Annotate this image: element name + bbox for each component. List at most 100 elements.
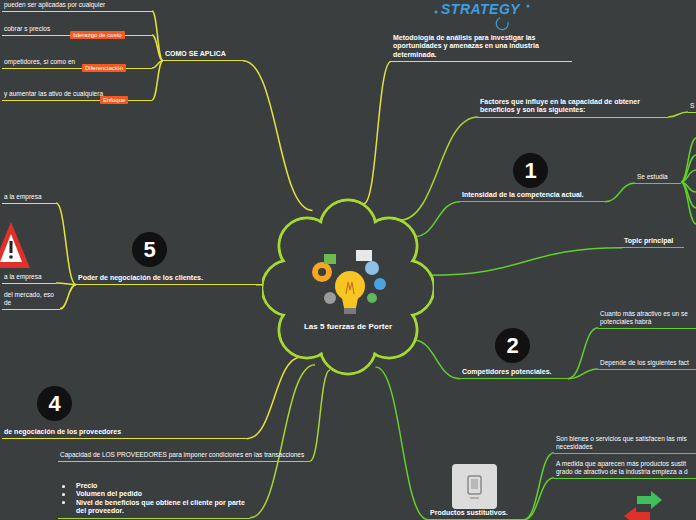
branch-line (568, 328, 598, 379)
topic-branch: a la empresa (2, 272, 56, 284)
strategy-tag: Enfoque (100, 96, 128, 104)
bullet-dot (62, 485, 65, 488)
branch-text: S (690, 102, 694, 110)
topic-branch: Depende de los siguientes fact (598, 358, 696, 370)
branch-text: A medida que aparecen más productos sust… (556, 460, 694, 476)
branch-text: Nivel de beneficios que obtiene el clien… (60, 499, 248, 516)
branch-line (399, 117, 478, 220)
branch-line (568, 369, 598, 379)
branch-text: Productos sustitutivos. (430, 509, 522, 517)
icon-caption-bar (470, 497, 479, 499)
topic-branch: Competidores potenciales. (460, 367, 568, 379)
branch-line (414, 202, 460, 237)
branch-line (60, 285, 76, 309)
arrow-left (624, 507, 650, 520)
strategy-tag: liderazgo de costo (70, 31, 125, 39)
branch-line (152, 61, 163, 100)
topic-branch: COMO SE APLICA (163, 49, 243, 61)
bullet-dot (62, 501, 65, 504)
topic-branch: Factores que influye en la capacidad de … (478, 97, 668, 118)
logo-text: STRATEGY (441, 1, 520, 17)
icon-part (335, 271, 365, 301)
branch-line (56, 203, 76, 285)
branch-stub (681, 170, 696, 182)
branch-text: Intensidad de la competencia actual. (462, 191, 603, 199)
topic-branch: Productos sustitutivos. (428, 508, 524, 520)
branch-text: pueden ser aplicadas por cualquier (4, 1, 150, 9)
topic-branch: A medida que aparecen más productos sust… (554, 459, 696, 479)
branch-text: Metodología de análisis para investigar … (393, 34, 570, 59)
topic-branch: S (688, 101, 696, 113)
central-topic: Las 5 fuerzas de Porter (262, 198, 434, 376)
branch-text: COMO SE APLICA (165, 50, 241, 58)
icon-part (324, 254, 336, 264)
branch-text: a la empresa (4, 193, 54, 201)
branch-line (412, 340, 460, 379)
callout-number: 5 (132, 232, 167, 267)
branch-line (310, 370, 330, 461)
branch-text: y aumentar las ativo de cualquiera (4, 90, 150, 98)
branch-line (524, 478, 554, 520)
topic-branch: de negociación de los proveedores (2, 427, 247, 439)
cloud-outline (262, 198, 434, 376)
phone-screen (471, 479, 478, 489)
branch-text: Topic principal (624, 237, 682, 245)
icon-part (342, 298, 358, 308)
branch-text: Competidores potenciales. (462, 368, 566, 376)
icon-part (374, 278, 386, 290)
topic-branch: Topic principal (622, 236, 684, 248)
icon-part (356, 250, 372, 261)
branch-line (668, 112, 688, 117)
branch-text: Precio (60, 482, 248, 490)
branch-text: ompetidores, sí como en (4, 58, 150, 66)
strategy-tag: Diferenciación (82, 64, 126, 72)
warning-triangle (0, 222, 30, 268)
topic-branch: Capacidad de LOS PROVEEDORES para impone… (58, 450, 310, 462)
branch-text: del mercado, eso de (4, 291, 58, 307)
branch-stub (681, 182, 696, 224)
branch-text: Se estudia (637, 173, 679, 181)
bullet-dot (62, 493, 65, 496)
icon-part (346, 282, 354, 294)
arrow-right (637, 491, 662, 509)
swap-arrows-icon (624, 491, 662, 520)
topic-branch: a la empresa (2, 192, 56, 204)
icon-part (365, 261, 379, 275)
icon-part (367, 293, 377, 303)
callout-number: 1 (513, 153, 548, 188)
topic-branch: Cuanto más atractivo es un se potenciale… (598, 309, 696, 329)
topic-branch: Poder de negociación de los clientes. (76, 273, 256, 285)
topic-branch: Intensidad de la competencia actual. (460, 190, 605, 202)
topic-branch: pueden ser aplicadas por cualquier (2, 0, 152, 12)
warning-inner (0, 234, 22, 262)
warning-mark (10, 241, 13, 253)
sparkle (527, 5, 530, 8)
warning-dot (9, 255, 13, 259)
branch-line (152, 11, 163, 61)
branch-line (250, 365, 315, 518)
branch-line (429, 248, 622, 276)
icon-part (324, 292, 336, 304)
phone-outline (468, 476, 481, 494)
branch-line (364, 61, 391, 203)
branch-line (376, 367, 428, 520)
callout-number: 4 (37, 386, 72, 421)
fan-lines (681, 138, 696, 224)
product-icon (452, 464, 497, 509)
warning-icon (0, 222, 30, 268)
topic-branch: Metodología de análisis para investigar … (391, 33, 572, 62)
branch-text: Depende de los siguientes fact (600, 359, 694, 367)
topic-branch: y aumentar las ativo de cualquiera (2, 89, 152, 101)
branch-text: Factores que influye en la capacidad de … (480, 98, 666, 115)
branch-text: de negociación de los proveedores (4, 428, 245, 436)
topic-branch: Se estudia (635, 172, 681, 184)
icon-tile (452, 464, 497, 509)
branch-line (605, 183, 635, 202)
topic-branch: Son bienes o servicios que satisfacen la… (554, 434, 696, 454)
branch-text: Volumen del pedido (60, 490, 248, 498)
branch-text: a la empresa (4, 273, 54, 281)
branch-line (56, 283, 76, 285)
branch-stub (681, 138, 696, 182)
branch-line (524, 453, 554, 520)
